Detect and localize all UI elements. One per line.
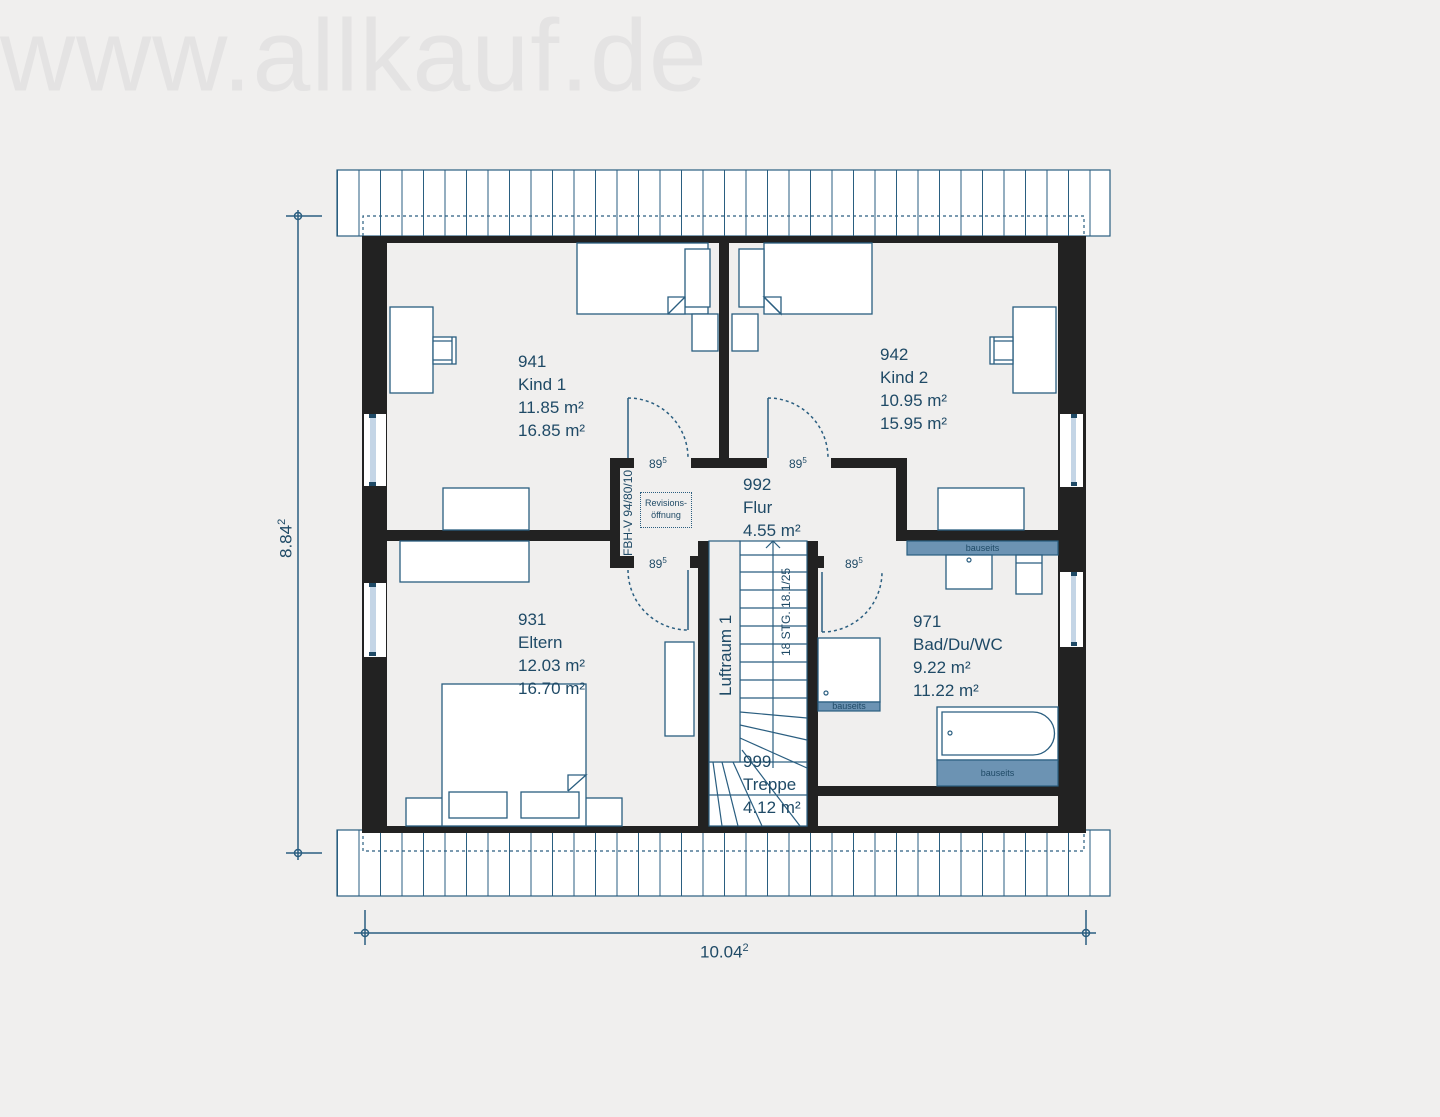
room-name: Eltern <box>518 633 563 652</box>
roof-top <box>336 169 1111 237</box>
room-area-gross: 15.95 m² <box>880 414 948 433</box>
room-area-net: 4.12 m² <box>743 798 801 817</box>
room-area-net: 11.85 m² <box>518 398 584 417</box>
luftraum-label: Luftraum 1 <box>716 614 735 696</box>
room-name: Kind 1 <box>518 375 567 394</box>
door-width-kind2: 895 <box>789 456 807 471</box>
dimension-width: 10.042 <box>700 942 749 962</box>
room-name: Bad/Du/WC <box>913 635 1003 654</box>
doors <box>627 397 883 633</box>
window-right-upper <box>1060 414 1083 487</box>
room-kind2-label: 942 Kind 2 10.95 m² 15.95 m² <box>880 343 947 435</box>
room-name: Flur <box>743 498 773 517</box>
room-number: 942 <box>880 345 909 364</box>
door-width-bad: 895 <box>845 556 863 571</box>
furniture-eltern <box>399 540 695 827</box>
room-area-net: 4.55 m² <box>743 521 801 540</box>
room-name: Treppe <box>743 775 797 794</box>
room-number: 971 <box>913 612 942 631</box>
interior-walls <box>386 242 1058 827</box>
window-left-upper <box>364 414 386 486</box>
window-left-lower <box>364 583 386 657</box>
room-number: 992 <box>743 475 772 494</box>
stairs-steps-label: 18 STG. 18.1/25 <box>779 567 793 656</box>
window-right-lower <box>1060 572 1083 647</box>
furniture-kind2 <box>731 242 1057 531</box>
room-area-gross: 16.85 m² <box>518 421 586 440</box>
room-flur-label: 992 Flur 4.55 m² <box>743 473 801 542</box>
room-area-gross: 16.70 m² <box>518 679 586 698</box>
revision-line1: Revisions- <box>644 498 687 508</box>
room-number: 999 <box>743 752 772 771</box>
door-width-kind1: 895 <box>649 456 667 471</box>
outer-walls <box>362 236 1086 833</box>
fbh-label: FBH-V 94/80/10 <box>621 469 635 556</box>
bauseits-shower-label: bauseits <box>832 701 866 711</box>
door-width-eltern: 895 <box>649 556 667 571</box>
room-name: Kind 2 <box>880 368 929 387</box>
revision-opening: Revisions- öffnung <box>640 492 692 528</box>
room-area-net: 10.95 m² <box>880 391 948 410</box>
room-area-net: 12.03 m² <box>518 656 586 675</box>
room-kind1-label: 941 Kind 1 11.85 m² 16.85 m² <box>518 350 585 442</box>
dimension-height: 8.842 <box>276 518 296 558</box>
room-area-gross: 11.22 m² <box>913 681 979 700</box>
room-area-net: 9.22 m² <box>913 658 971 677</box>
room-number: 931 <box>518 610 547 629</box>
room-bad-label: 971 Bad/Du/WC 9.22 m² 11.22 m² <box>913 610 1003 702</box>
staircase <box>708 540 808 827</box>
room-number: 941 <box>518 352 547 371</box>
furniture-kind1 <box>389 242 719 531</box>
dimension-lines <box>286 210 1096 945</box>
room-treppe-label: 999 Treppe 4.12 m² <box>743 750 801 819</box>
revision-line2: öffnung <box>651 510 681 520</box>
watermark: www.allkauf.de <box>0 0 708 113</box>
roof-bottom <box>336 829 1111 897</box>
bauseits-bath-label: bauseits <box>980 768 1015 778</box>
bauseits-top-label: bauseits <box>965 543 1000 553</box>
room-eltern-label: 931 Eltern 12.03 m² 16.70 m² <box>518 608 585 700</box>
furniture-bath <box>817 540 1059 787</box>
